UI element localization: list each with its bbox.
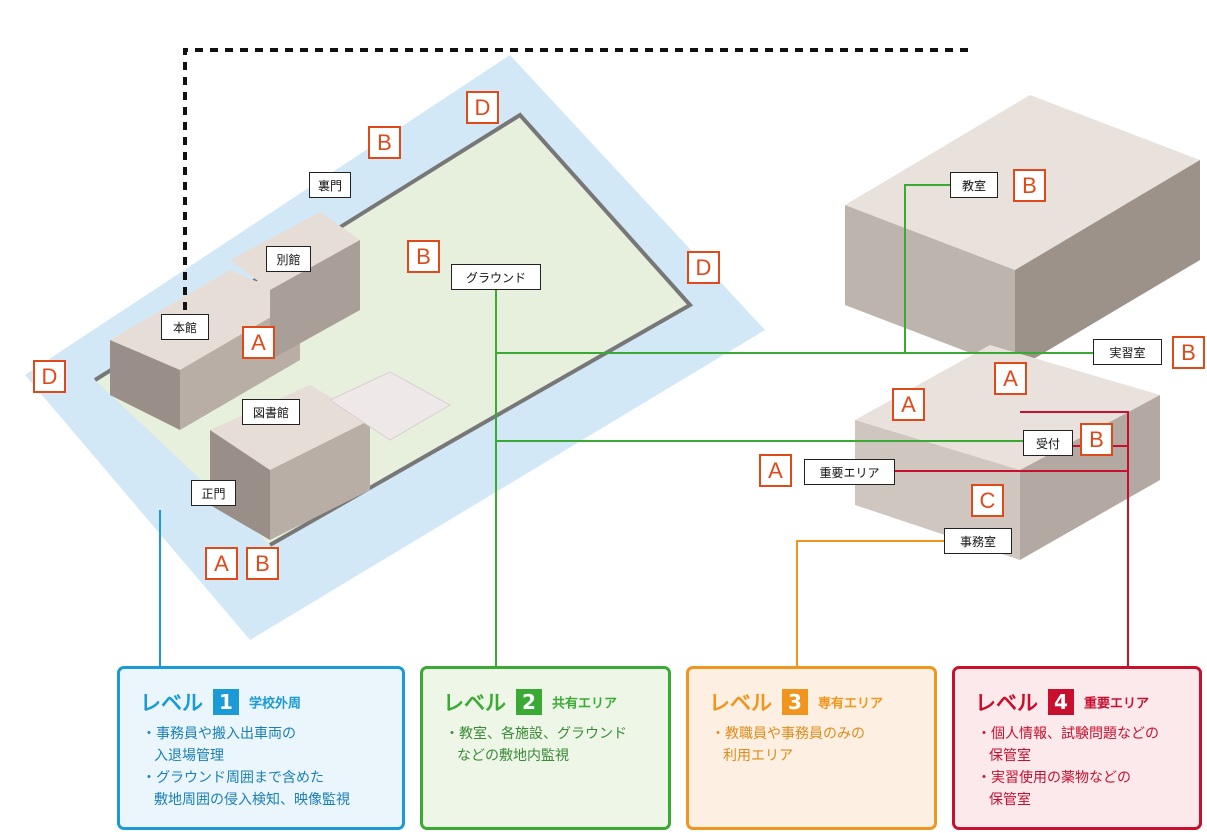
zone-marker-b-jisshu: B [1172,336,1205,369]
label-kyoshitsu: 教室 [950,172,998,198]
level-title: レベル 4 重要エリア [975,687,1199,717]
level-item: ・教室、各施設、グラウンド などの敷地内監視 [443,723,668,767]
level-subtitle: 専有エリア [818,696,884,712]
level-item-line: 保管室 [989,748,1031,764]
zone-marker-d-right: D [687,251,720,284]
level-card-2: レベル 2 共有エリア ・教室、各施設、グラウンド などの敷地内監視 [420,666,671,830]
zone-marker-a-honkan: A [242,326,275,359]
zone-marker-b-gate: B [246,547,279,580]
level-number-badge: 4 [1048,689,1074,715]
level-word: レベル [140,691,203,715]
level-subtitle: 学校外周 [249,696,302,712]
zone-marker-b-top: B [368,126,401,159]
school-front [845,205,1015,370]
label-juyo-area: 重要エリア [804,459,895,485]
zone-marker-b-ground: B [407,240,440,273]
level-item-line: ・個人情報、試験問題などの [977,726,1159,742]
zone-marker-c-jimu: C [971,484,1004,517]
level-subtitle: 重要エリア [1084,696,1150,712]
level2-connector-kyoshitsu [904,184,950,353]
level-item-line: ・実習使用の薬物などの [977,770,1131,786]
library-front [210,430,270,540]
level-word: レベル [443,691,506,715]
level-card-4: レベル 4 重要エリア ・個人情報、試験問題などの 保管室 ・実習使用の薬物などの … [952,666,1202,830]
level-item: ・個人情報、試験問題などの 保管室 [975,723,1199,767]
zone-marker-a-gate: A [205,547,238,580]
zone-marker-a-juyo: A [759,454,792,487]
level-word: レベル [709,691,772,715]
library-roof [210,385,370,470]
level-card-3: レベル 3 専有エリア ・教職員や事務員のみの 利用エリア [686,666,937,830]
annex-side [1020,395,1160,560]
level-word: レベル [975,691,1038,715]
level-title: レベル 3 専有エリア [709,687,934,717]
perimeter-dotted-line [183,48,970,310]
level-item-line: ・事務員や搬入出車両の [142,726,296,742]
label-ura-mon: 裏門 [309,172,351,198]
honkan-front [110,340,180,430]
label-sei-mon: 正門 [191,480,236,506]
level-item-line: ・グラウンド周囲まで含めた [142,770,324,786]
level-item: ・事務員や搬入出車両の 入退場管理 [140,723,402,767]
level-number-badge: 3 [782,689,808,715]
level-item-line: ・教職員や事務員のみの [711,726,865,742]
level-item: ・実習使用の薬物などの 保管室 [975,767,1199,811]
label-bekkan: 別館 [266,246,311,272]
zone-marker-b-uketsuke: B [1080,423,1113,456]
zone-marker-d-left: D [33,360,66,393]
level-card-1: レベル 1 学校外周 ・事務員や搬入出車両の 入退場管理 ・グラウンド周囲まで含めた… [117,666,405,830]
level3-connector [796,540,944,668]
label-uketsuke: 受付 [1023,430,1073,456]
label-ground: グラウンド [451,264,541,290]
level-subtitle: 共有エリア [552,696,618,712]
level-title: レベル 2 共有エリア [443,687,668,717]
level-item-line: 敷地周囲の侵入検知、映像監視 [154,792,350,808]
annex-front [855,420,1020,560]
label-jisshushitsu: 実習室 [1093,339,1162,365]
level-number-badge: 2 [516,689,542,715]
annex-top [855,345,1160,470]
level-item-line: 保管室 [989,792,1031,808]
bekkan-side [270,240,360,360]
level-title: レベル 1 学校外周 [140,687,402,717]
label-jimushitsu: 事務室 [944,528,1012,554]
zone-marker-b-kyoshitsu: B [1013,169,1046,202]
zone-marker-d-top: D [466,91,499,124]
level-item: ・グラウンド周囲まで含めた 敷地周囲の侵入検知、映像監視 [140,767,402,811]
level-item-line: ・教室、各施設、グラウンド [445,726,627,742]
school-side [1015,160,1200,370]
level-number-badge: 1 [213,689,239,715]
level-item-line: 利用エリア [723,748,793,764]
level4-connector [1020,411,1129,668]
courtyard [328,371,452,441]
label-toshokan: 図書館 [242,399,300,425]
level-item-line: などの敷地内監視 [457,748,569,764]
label-honkan: 本館 [161,314,209,340]
level-item-line: 入退場管理 [154,748,224,764]
zone-marker-a-jisshu: A [994,362,1027,395]
library-side [270,420,370,540]
zone-marker-a-bldg: A [892,388,925,421]
level-item: ・教職員や事務員のみの 利用エリア [709,723,934,767]
